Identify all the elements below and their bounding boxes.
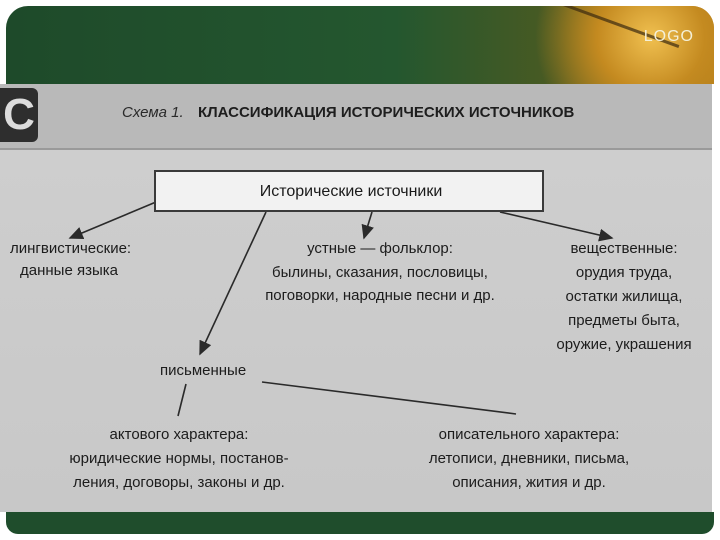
footer-bar (6, 512, 714, 534)
linguistic-title: лингвистические: (10, 240, 132, 257)
act-line: ления, договоры, законы и др. (73, 474, 285, 491)
line-to-act (177, 383, 187, 417)
oral-line: поговорки, народные песни и др. (265, 287, 495, 304)
header-divider (0, 148, 712, 150)
root-label: Исторические источники (259, 183, 443, 200)
descriptive-title: описательного характера: (438, 426, 620, 443)
root-node: Исторические источники (154, 170, 544, 212)
oral-line: былины, сказания, пословицы, (272, 264, 488, 281)
line-to-descriptive (261, 381, 517, 415)
arrow-to-linguistic (68, 201, 157, 239)
arrow-to-oral (361, 211, 374, 240)
oral-title: устные — фольклор: (307, 240, 453, 257)
material-title: вещественные: (570, 240, 678, 257)
act-line: юридические нормы, постанов- (69, 450, 289, 467)
arrow-to-material (499, 211, 614, 242)
material-line: оружие, украшения (556, 336, 692, 353)
title-banner: LOGO (6, 6, 714, 84)
written-title: письменные (160, 362, 247, 379)
material-line: орудия труда, (575, 264, 673, 281)
descriptive-line: летописи, дневники, письма, (428, 450, 630, 467)
linguistic-line: данные языка (20, 262, 118, 279)
logo: LOGO (643, 28, 694, 45)
arrow-to-written (199, 211, 267, 356)
scheme-label: Схема 1. (122, 104, 184, 121)
chapter-tab: C (0, 88, 38, 142)
scheme-title: КЛАССИФИКАЦИЯ ИСТОРИЧЕСКИХ ИСТОЧНИКОВ (198, 104, 575, 121)
scanned-scheme: C Схема 1. КЛАССИФИКАЦИЯ ИСТОРИЧЕСКИХ ИС… (0, 84, 712, 512)
material-line: предметы быта, (568, 312, 680, 329)
material-line: остатки жилища, (565, 288, 683, 305)
descriptive-line: описания, жития и др. (452, 474, 606, 491)
connector-lines (68, 201, 614, 417)
act-title: актового характера: (109, 426, 249, 443)
scheme-header: C Схема 1. КЛАССИФИКАЦИЯ ИСТОРИЧЕСКИХ ИС… (0, 84, 712, 148)
